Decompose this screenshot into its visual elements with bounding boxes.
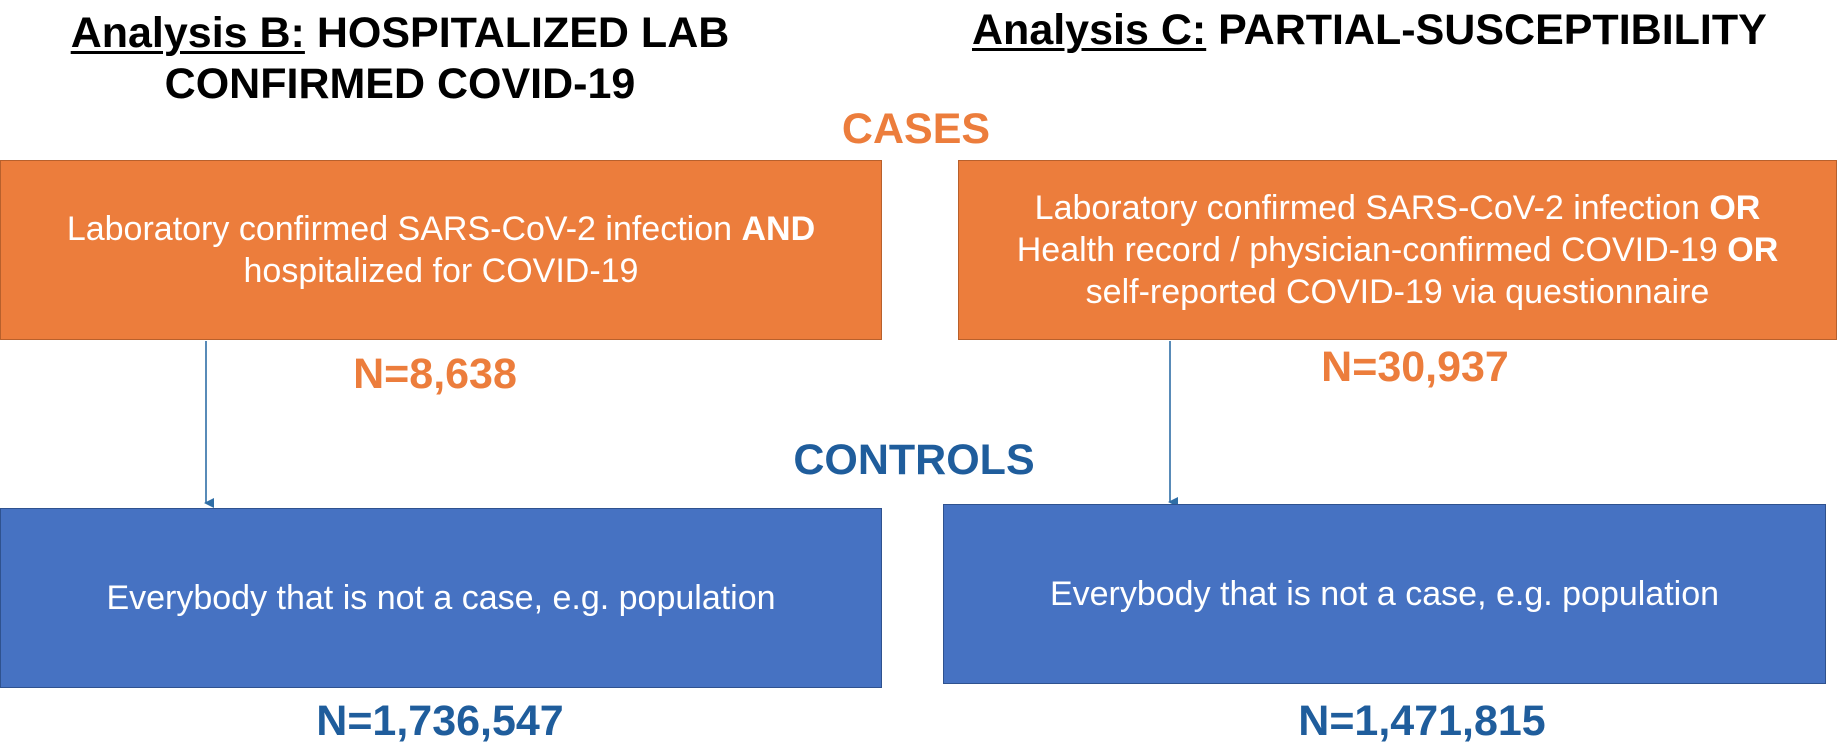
analysis-b-title-line1: Analysis B: HOSPITALIZED LAB [0, 8, 800, 59]
analysis-b-control-box: Everybody that is not a case, e.g. popul… [0, 508, 882, 688]
analysis-b-case-text: Laboratory confirmed SARS-CoV-2 infectio… [67, 208, 815, 292]
controls-label: CONTROLS [793, 436, 1035, 484]
analysis-b-title-line1-rest: HOSPITALIZED LAB [304, 9, 730, 57]
analysis-c-case-or2: OR [1727, 231, 1779, 269]
analysis-b-case-part2: hospitalized for COVID-19 [243, 252, 639, 290]
analysis-c-title-prefix: Analysis C: [972, 6, 1207, 54]
analysis-b-title-prefix: Analysis B: [70, 9, 305, 57]
analysis-c-control-box: Everybody that is not a case, e.g. popul… [943, 504, 1826, 684]
analysis-c-title-rest: PARTIAL-SUSCEPTIBILITY [1206, 6, 1767, 54]
analysis-c-case-box: Laboratory confirmed SARS-CoV-2 infectio… [958, 160, 1837, 340]
analysis-b-case-box: Laboratory confirmed SARS-CoV-2 infectio… [0, 160, 882, 340]
analysis-c-control-text: Everybody that is not a case, e.g. popul… [1049, 575, 1720, 613]
analysis-c-case-count: N=30,937 [1321, 343, 1509, 391]
analysis-b-title: Analysis B: HOSPITALIZED LAB CONFIRMED C… [0, 8, 800, 110]
analysis-b-case-part1: Laboratory confirmed SARS-CoV-2 infectio… [66, 210, 742, 248]
cases-label: CASES [841, 105, 991, 153]
analysis-c-case-or1: OR [1709, 189, 1761, 227]
analysis-c-title: Analysis C: PARTIAL-SUSCEPTIBILITY [972, 5, 1832, 56]
analysis-b-title-line2: CONFIRMED COVID-19 [164, 60, 636, 108]
analysis-c-case-line3: self-reported COVID-19 via questionnaire [1085, 273, 1710, 311]
analysis-c-case-text: Laboratory confirmed SARS-CoV-2 infectio… [1017, 187, 1779, 313]
analysis-b-control-text: Everybody that is not a case, e.g. popul… [106, 579, 776, 617]
analysis-b-case-count: N=8,638 [353, 350, 517, 398]
analysis-b-control-count: N=1,736,547 [316, 697, 564, 745]
analysis-c-case-line2: Health record / physician-confirmed COVI… [1016, 231, 1728, 269]
analysis-c-case-line1: Laboratory confirmed SARS-CoV-2 infectio… [1034, 189, 1710, 227]
analysis-b-case-and: AND [741, 210, 816, 248]
analysis-c-control-count: N=1,471,815 [1298, 697, 1546, 745]
